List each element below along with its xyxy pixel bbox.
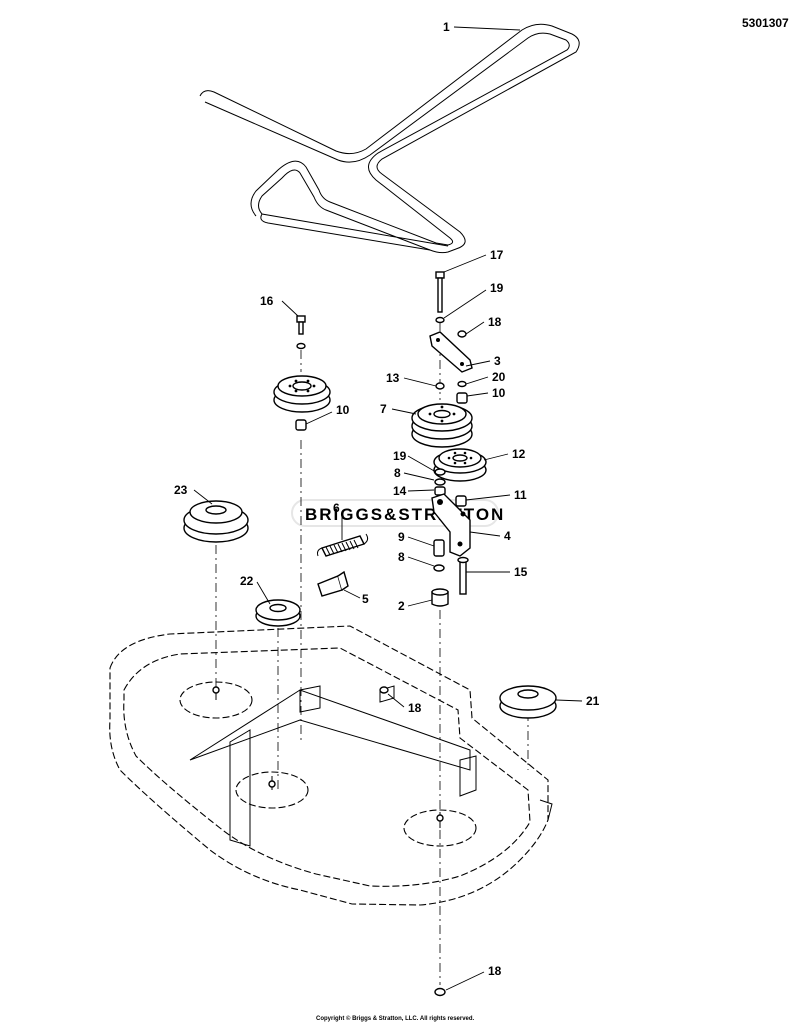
pulley-21-drawing xyxy=(499,685,557,719)
callout-5: 5 xyxy=(362,592,369,606)
callout-18-bottom: 18 xyxy=(488,964,502,978)
idler-arm-4-drawing xyxy=(431,493,471,557)
callout-2: 2 xyxy=(398,599,405,613)
mower-deck-drawing xyxy=(109,625,553,906)
belt-drawing xyxy=(199,23,580,254)
copyright-notice: Copyright © Briggs & Stratton, LLC. All … xyxy=(316,1015,475,1022)
callout-10-right: 10 xyxy=(492,386,506,400)
leader-lines xyxy=(193,26,583,991)
callout-15: 15 xyxy=(514,565,528,579)
shoulder-bolt-15-drawing xyxy=(457,556,469,595)
double-pulley-7-drawing xyxy=(411,403,473,448)
callout-9: 9 xyxy=(398,530,405,544)
callout-12: 12 xyxy=(512,447,526,461)
callout-20-upper: 19 xyxy=(490,281,504,295)
callout-3: 3 xyxy=(494,354,501,368)
callout-22: 22 xyxy=(240,574,254,588)
spacer-10-left-drawing xyxy=(295,419,307,431)
callout-10-left: 10 xyxy=(336,403,350,417)
callout-13: 13 xyxy=(386,371,400,385)
pulley-upper-left-drawing xyxy=(273,375,331,413)
callout-20-lower: 20 xyxy=(492,370,506,384)
pulley-23-drawing xyxy=(183,500,249,543)
callout-18-middle: 18 xyxy=(408,701,422,715)
callout-11: 11 xyxy=(514,488,527,502)
drawing-id: 5301307 xyxy=(742,16,789,30)
callout-23: 23 xyxy=(174,483,188,497)
idler-plate-3-drawing xyxy=(429,330,473,404)
bolt-17-drawing xyxy=(435,271,445,324)
watermark: BRIGGS&STRATTON xyxy=(291,499,503,527)
callout-17: 17 xyxy=(490,248,504,262)
callout-19: 19 xyxy=(393,449,407,463)
pulley-22-drawing xyxy=(255,599,301,627)
idler-pulley-12-drawing xyxy=(433,448,487,482)
callout-labels: 1 17 19 18 16 3 13 20 10 7 10 19 12 8 23… xyxy=(174,20,600,978)
callout-8-lower: 8 xyxy=(398,550,405,564)
bolt-16-drawing xyxy=(296,315,306,350)
callout-21: 21 xyxy=(586,694,600,708)
callout-18-upper: 18 xyxy=(488,315,502,329)
callout-6: 6 xyxy=(333,501,340,515)
callout-16: 16 xyxy=(260,294,274,308)
lower-stack-drawing xyxy=(431,539,449,607)
callout-8-upper: 8 xyxy=(394,466,401,480)
spring-bracket-5-drawing xyxy=(317,570,349,597)
lock-nut-18-bottom-drawing xyxy=(434,987,446,997)
callout-4: 4 xyxy=(504,529,511,543)
callout-14: 14 xyxy=(393,484,407,498)
spring-6-drawing xyxy=(317,533,369,557)
callout-1: 1 xyxy=(443,20,450,34)
callout-7: 7 xyxy=(380,402,387,416)
